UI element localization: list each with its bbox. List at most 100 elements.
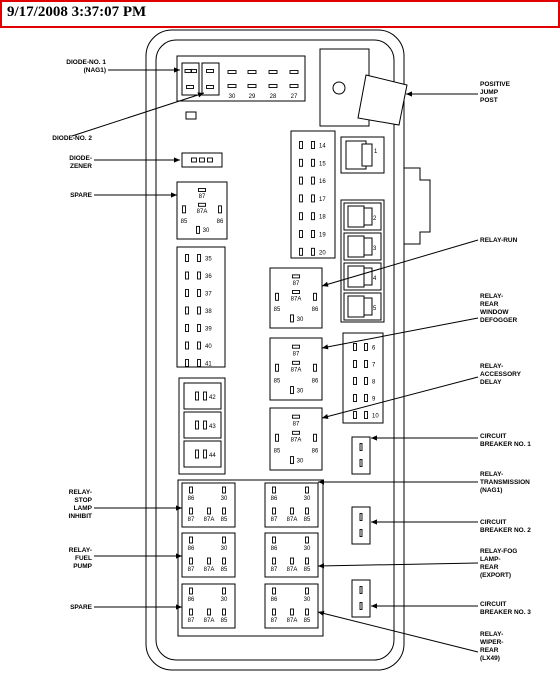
callout-diode-1: DIODE-NO. 1(NAG1) xyxy=(66,59,180,74)
fuse-label: 10 xyxy=(372,414,379,420)
callout-text: RELAY- xyxy=(480,363,503,370)
callout-text: POSITIVE xyxy=(480,81,511,88)
fuse-terminal xyxy=(185,289,189,297)
callout-text: STOP xyxy=(74,497,92,504)
fuse-terminal xyxy=(311,212,315,221)
diode-2-terminal xyxy=(206,69,214,73)
pin-85-terminal xyxy=(275,292,279,301)
fuse-terminal xyxy=(364,377,368,385)
fuse-label: 36 xyxy=(205,274,212,280)
cartridge-fuse-tab xyxy=(363,297,373,316)
fuse-terminal xyxy=(364,360,368,368)
diode-2 xyxy=(201,62,220,96)
callout-text: JUMP xyxy=(480,89,499,96)
callout-diode-2: DIODE-NO. 2 xyxy=(52,92,205,142)
pin-87a-terminal xyxy=(207,557,211,565)
pin-86-label: 86 xyxy=(188,546,195,552)
callout-relay-run: RELAY-RUN xyxy=(321,237,518,287)
fuse-terminal xyxy=(353,360,357,368)
callout-text: REAR xyxy=(480,564,499,571)
fuse-terminal xyxy=(299,230,303,238)
pin-85-terminal xyxy=(275,363,279,372)
pin-85-terminal xyxy=(275,433,279,442)
pin-87-terminal xyxy=(292,274,300,279)
pin-86-terminal xyxy=(218,205,222,214)
callout-text: TRANSMISSION xyxy=(480,479,530,486)
fuse-terminal xyxy=(353,343,357,351)
callout-text: (NAG1) xyxy=(480,487,502,494)
pin-87-terminal xyxy=(292,414,300,419)
fuse-terminal xyxy=(311,230,315,238)
callout-text: CIRCUIT xyxy=(480,519,506,526)
callout-text: ZENER xyxy=(70,163,92,170)
fuse-label: 20 xyxy=(319,250,326,256)
arrowhead xyxy=(322,413,329,419)
fuse-terminal xyxy=(195,391,199,401)
pin-87a-label: 87A xyxy=(287,517,298,523)
pin-85-terminal xyxy=(305,507,309,515)
callout-relay-transmission: RELAY-TRANSMISSION(NAG1) xyxy=(318,471,530,494)
pin-87-label: 87 xyxy=(199,194,206,200)
pin-87-label: 87 xyxy=(293,421,300,427)
fuse-label: 40 xyxy=(205,344,212,350)
cartridge-fuse xyxy=(183,411,222,439)
pin-87-terminal xyxy=(189,507,193,515)
cartridge-fuse xyxy=(183,382,222,410)
pin-87a-terminal xyxy=(292,360,300,365)
diode-slot-terminal xyxy=(289,70,299,74)
callout-text: RELAY- xyxy=(480,471,503,478)
callout-text: REAR xyxy=(480,301,499,308)
pin-85-terminal xyxy=(305,608,309,616)
cartridge-fuse-tab xyxy=(363,267,373,286)
pin-87-label: 87 xyxy=(188,618,195,624)
fuse-terminal xyxy=(203,449,207,459)
pin-86-label: 86 xyxy=(188,496,195,502)
callout-spare-bottom: SPARE xyxy=(70,604,182,611)
callout-text: DEFOGGER xyxy=(480,317,518,324)
fuse-label: 2 xyxy=(373,216,377,222)
callout-text: WINDOW xyxy=(480,309,509,316)
pin-87a-label: 87A xyxy=(204,517,215,523)
fuse-label: 9 xyxy=(372,397,376,403)
cartridge-fuse-1-tab xyxy=(361,143,373,167)
fuse-label: 17 xyxy=(319,197,326,203)
pin-30-label: 30 xyxy=(304,546,311,552)
leader-line xyxy=(321,376,479,419)
fuse-block-right xyxy=(342,332,384,424)
pin-30-label: 30 xyxy=(304,597,311,603)
fuse-terminal xyxy=(197,306,201,315)
fuse-terminal xyxy=(203,420,207,430)
arrowhead xyxy=(176,553,182,559)
diode-slot-label: 30 xyxy=(229,94,236,100)
fuse-terminal xyxy=(185,306,189,315)
fuse-terminal xyxy=(299,212,303,221)
diode-1-terminal xyxy=(184,69,192,73)
leader-line xyxy=(317,562,479,567)
fuse-terminal xyxy=(195,449,199,459)
fuse-terminal xyxy=(353,394,357,402)
fuse-label: 3 xyxy=(373,246,377,252)
fuse-terminal xyxy=(353,377,357,385)
pin-30-label: 30 xyxy=(221,546,228,552)
fuse-terminal xyxy=(185,341,189,350)
arrowhead xyxy=(371,435,377,441)
diode-slot-terminal xyxy=(247,84,257,88)
pin-87a-terminal xyxy=(290,557,294,565)
zener-terminal xyxy=(207,157,213,163)
breaker-terminal xyxy=(359,602,363,610)
fuse-terminal xyxy=(299,158,303,167)
pin-86-label: 86 xyxy=(188,597,195,603)
fuse-terminal xyxy=(197,324,201,332)
pin-85-label: 85 xyxy=(304,517,311,523)
cartridge-fuse-face xyxy=(347,205,365,228)
pin-30-label: 30 xyxy=(297,459,304,465)
arrowhead xyxy=(322,344,329,350)
callout-text: CIRCUIT xyxy=(480,601,506,608)
relay-fog-lamp-rear-body xyxy=(264,532,319,578)
